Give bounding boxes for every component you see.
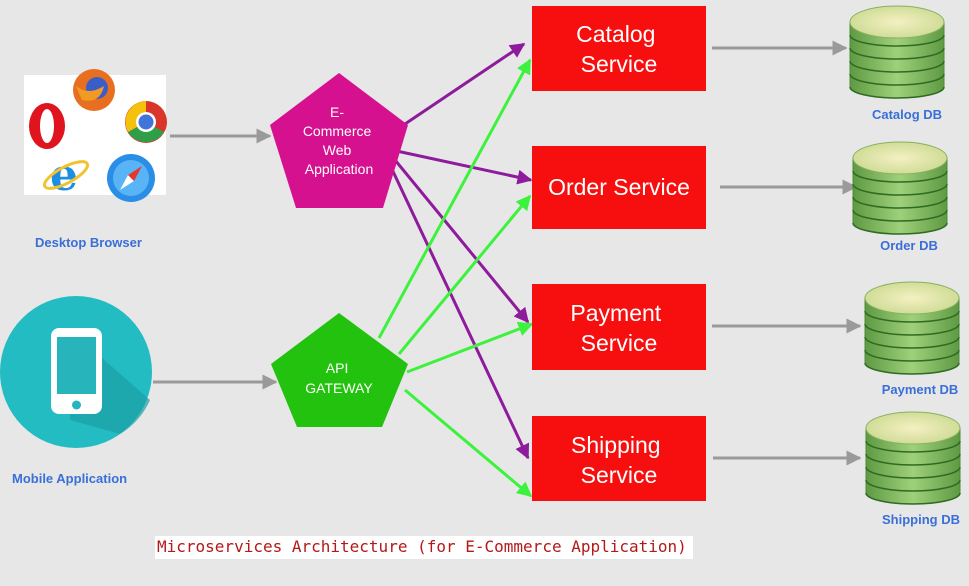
ecommerce-web-application-label: E- Commerce Web Application	[303, 104, 375, 177]
payment-db-label: Payment DB	[882, 382, 959, 397]
desktop-browser-label: Desktop Browser	[35, 235, 142, 250]
svg-text:e: e	[50, 150, 78, 201]
db-disk-edge	[865, 453, 961, 466]
db-disk-edge	[852, 170, 948, 183]
gateway-to-services-arrows	[377, 58, 534, 498]
db-disk-edge	[852, 222, 948, 235]
db-disk-edge	[852, 183, 948, 196]
db-disk-edge	[864, 362, 960, 375]
internet-explorer-icon: e	[42, 150, 90, 201]
arrow-webapp-to-payment	[393, 159, 530, 324]
db-disk-edge	[865, 479, 961, 492]
db-top	[864, 281, 960, 315]
db-disk-edge	[864, 349, 960, 362]
db-disk-edge	[864, 323, 960, 336]
mobile-application-label: Mobile Application	[12, 471, 127, 486]
arrow-gateway-to-shipping	[404, 388, 533, 498]
arrow-webapp-to-shipping	[388, 164, 530, 460]
desktop-browser-icons: e	[24, 69, 167, 202]
service-catalog-label: Catalog Service	[576, 21, 662, 77]
db-disk-edge	[849, 86, 945, 99]
service-catalog: Catalog Service	[532, 6, 706, 91]
db-disk-edge	[865, 440, 961, 453]
service-payment: Payment Service	[532, 284, 706, 370]
db-top	[865, 411, 961, 445]
chrome-icon	[125, 101, 167, 143]
opera-icon	[29, 103, 65, 149]
catalog-db-icon	[849, 5, 945, 99]
db-top	[849, 5, 945, 39]
shipping-db-label: Shipping DB	[882, 512, 960, 527]
arrow-gateway-to-catalog	[377, 58, 532, 339]
arrow-webapp-to-catalog	[404, 42, 526, 126]
service-shipping: Shipping Service	[532, 416, 706, 501]
db-disk-edge	[849, 34, 945, 47]
service-shipping-label: Shipping Service	[571, 432, 667, 488]
db-top	[852, 141, 948, 175]
arrow-webapp-to-order	[391, 148, 533, 185]
db-disk-edge	[849, 60, 945, 73]
arrow-gateway-to-payment	[406, 321, 534, 374]
diagram-caption: Microservices Architecture (for E-Commer…	[155, 536, 693, 559]
service-order: Order Service	[532, 146, 706, 229]
arrow-gateway-to-order	[397, 194, 532, 355]
db-disk-edge	[852, 196, 948, 209]
db-disk-edge	[864, 310, 960, 323]
service-payment-label: Payment Service	[570, 300, 667, 356]
service-order-label: Order Service	[548, 174, 690, 200]
safari-icon	[107, 154, 155, 202]
shipping-db-icon	[865, 411, 961, 505]
db-disk-edge	[865, 492, 961, 505]
mobile-application-icon	[0, 296, 152, 448]
catalog-db-label: Catalog DB	[872, 107, 942, 122]
api-gateway-node: API GATEWAY	[271, 313, 408, 427]
order-db-label: Order DB	[880, 238, 938, 253]
db-disk-edge	[865, 466, 961, 479]
db-disk-edge	[849, 47, 945, 60]
api-gateway-label: API GATEWAY	[305, 360, 373, 396]
firefox-icon	[73, 69, 115, 111]
payment-db-icon	[864, 281, 960, 375]
db-disk-edge	[864, 336, 960, 349]
ecommerce-web-application-node: E- Commerce Web Application	[270, 73, 408, 208]
db-disk-edge	[852, 209, 948, 222]
webapp-to-services-arrows	[388, 42, 533, 460]
db-disk-edge	[849, 73, 945, 86]
order-db-icon	[852, 141, 948, 235]
